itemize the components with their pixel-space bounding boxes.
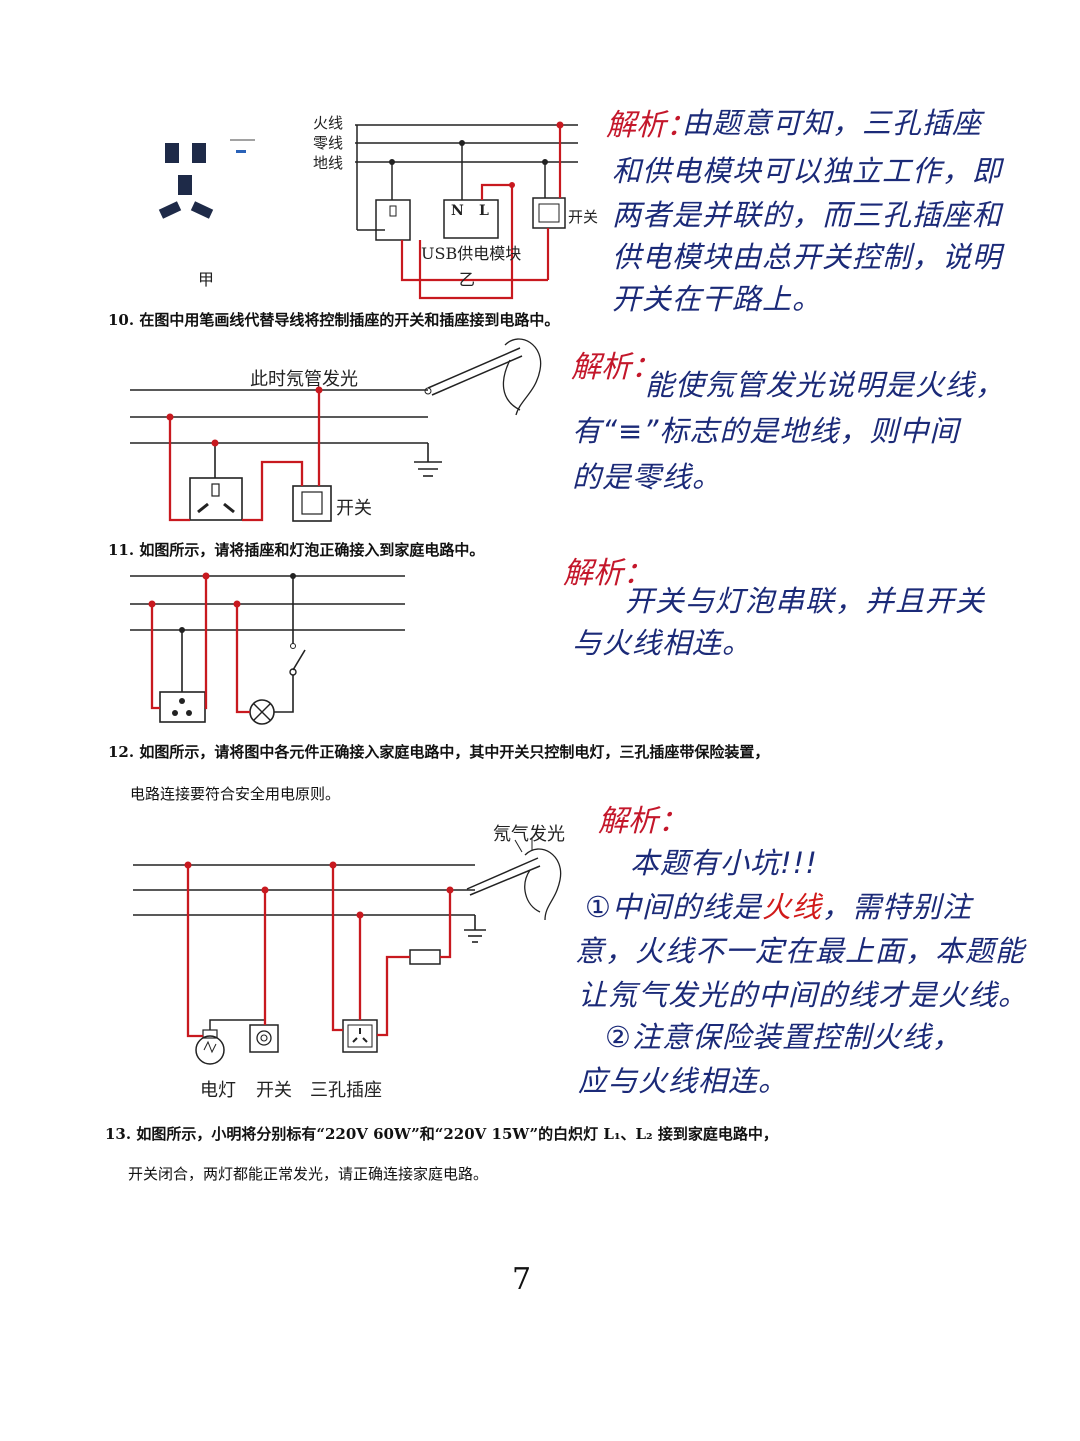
- label-switch-3: 开关: [256, 1080, 292, 1101]
- note-head: 解析：: [606, 108, 696, 143]
- label-switch-1: 开关: [568, 208, 599, 226]
- question-11: 11. 如图所示，请将插座和灯泡正确接入到家庭电路中。: [108, 541, 485, 559]
- note-line: 供电模块由总开关控制，说明: [612, 240, 1003, 274]
- label-switch-2: 开关: [336, 498, 372, 519]
- note-line: 开关在干路上。: [612, 282, 823, 316]
- label-neon-gas-glow: 氖气发光: [493, 824, 565, 845]
- note-line: 能使氖管发光说明是火线，: [645, 368, 1006, 402]
- note-line: 开关与灯泡串联，并且开关: [625, 584, 986, 618]
- note-line: 和供电模块可以独立工作，即: [612, 154, 1003, 188]
- label-l: L: [479, 203, 489, 219]
- label-usb-module: USB供电模块: [421, 244, 522, 263]
- note-head: 解析：: [598, 804, 688, 839]
- label-n: N: [451, 203, 464, 219]
- question-12: 12. 如图所示，请将图中各元件正确接入家庭电路中，其中开关只控制电灯，三孔插座…: [108, 743, 770, 761]
- label-ground: 地线: [313, 154, 344, 172]
- note-line: 由题意可知，三孔插座: [682, 106, 983, 140]
- note-head: 解析：: [571, 350, 661, 385]
- label-jia: 甲: [198, 270, 215, 289]
- note-line: ②注意保险装置控制火线，: [605, 1020, 962, 1054]
- page-number: 7: [512, 1262, 532, 1297]
- label-lamp: 电灯: [200, 1080, 236, 1101]
- note-line: 应与火线相连。: [578, 1064, 789, 1098]
- note-head: 解析：: [563, 556, 653, 591]
- question-12-line2: 电路连接要符合安全用电原则。: [130, 785, 341, 803]
- question-10: 10. 在图中用笔画线代替导线将控制插座的开关和插座接到电路中。: [108, 311, 560, 329]
- question-13-line2: 开关闭合，两灯都能正常发光，请正确连接家庭电路。: [128, 1165, 489, 1183]
- note-line: 本题有小坑!!!: [630, 846, 818, 880]
- question-13: 13. 如图所示，小明将分别标有“220V 60W”和“220V 15W”的白炽…: [105, 1125, 778, 1143]
- note-line: 让氖气发光的中间的线才是火线。: [578, 978, 1029, 1012]
- label-neutral: 零线: [313, 134, 344, 152]
- label-live: 火线: [313, 114, 344, 132]
- note-line: 与火线相连。: [572, 626, 753, 660]
- note-line: 有“≡”标志的是地线，则中间: [572, 414, 960, 448]
- note-line: ①中间的线是火线，需特别注: [585, 890, 973, 924]
- label-yi: 乙: [459, 270, 476, 289]
- note-line: 两者是并联的，而三孔插座和: [612, 198, 1003, 232]
- label-three-hole-socket: 三孔插座: [310, 1080, 382, 1101]
- label-neon-glow: 此时氖管发光: [250, 369, 358, 390]
- note-line: 意，火线不一定在最上面，本题能: [575, 934, 1026, 968]
- note-line: 的是零线。: [572, 460, 723, 494]
